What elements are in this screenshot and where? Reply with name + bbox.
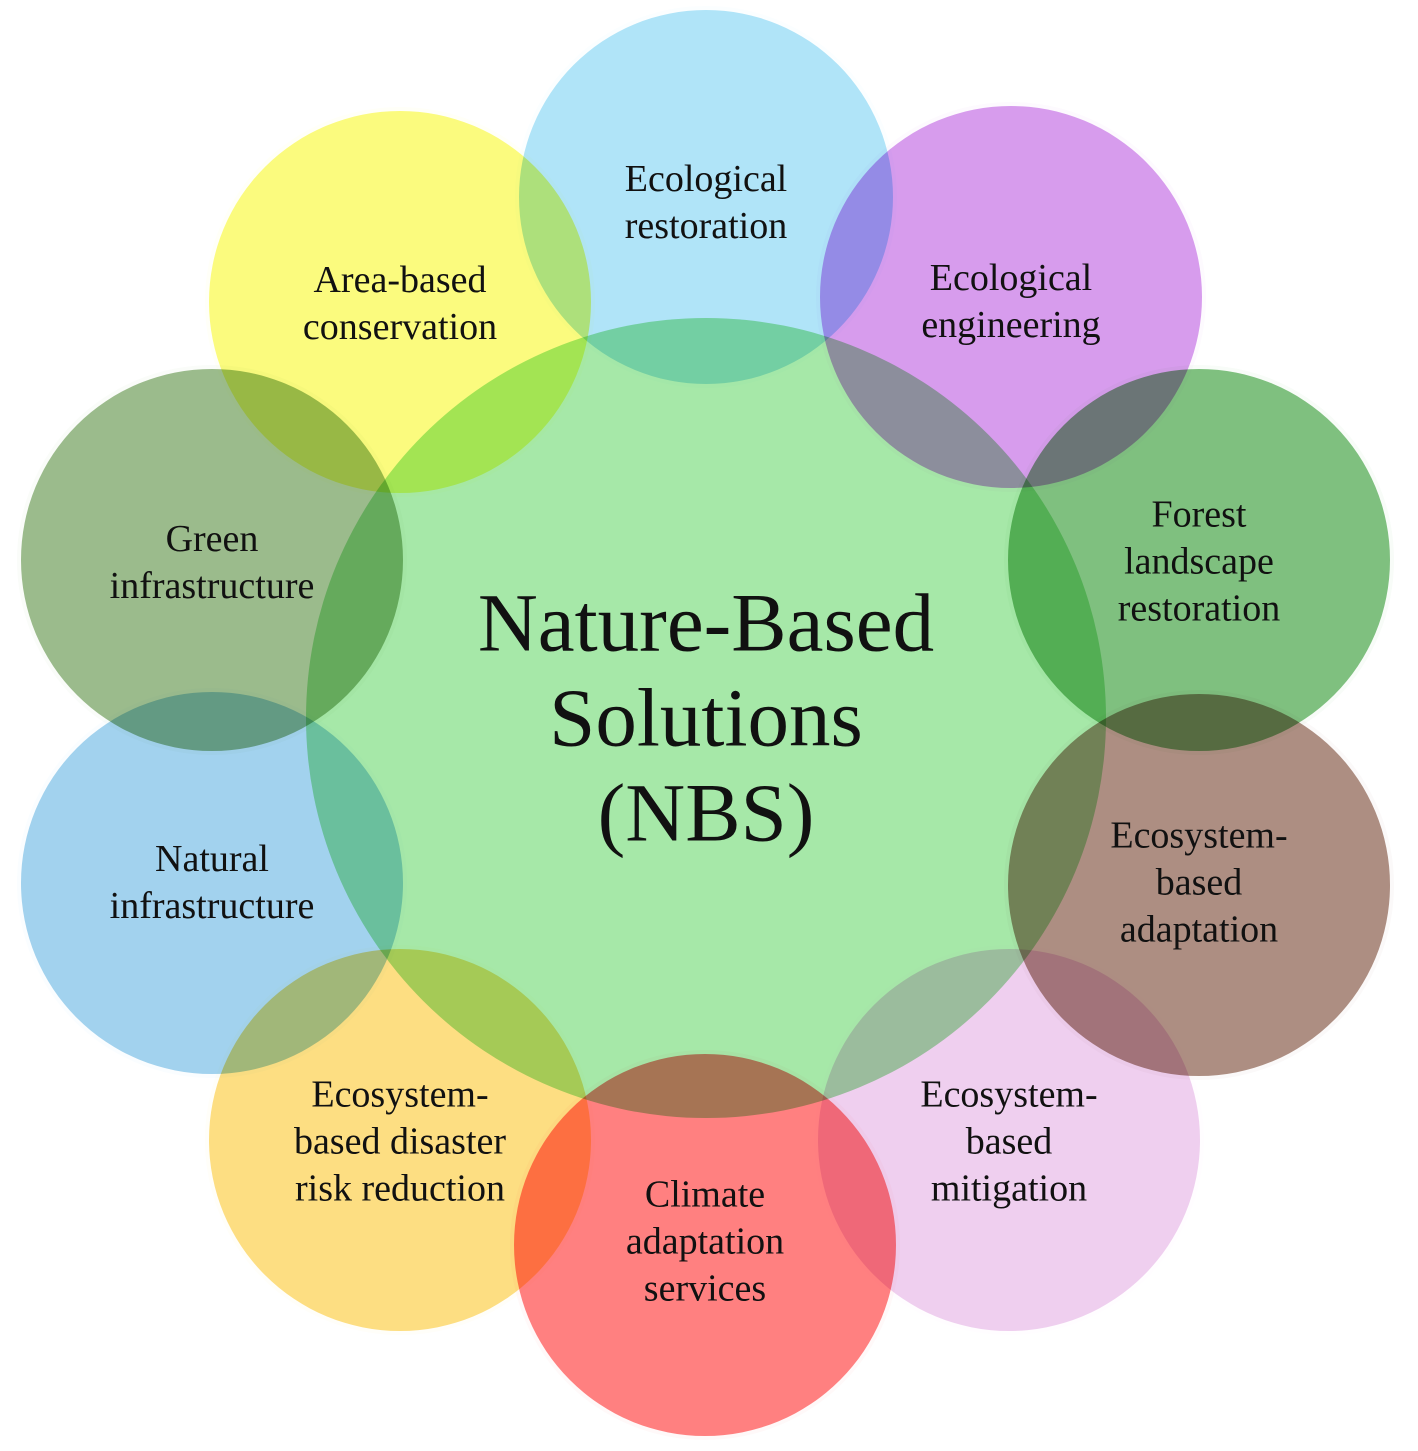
natural-infrastructure-label-line-1: Natural (155, 838, 269, 880)
area-based-conservation-circle (205, 107, 595, 497)
climate-adaptation-services-label-line-1: Climate (644, 1173, 766, 1216)
ecosystem-based-adaptation-label-line-1: Ecosystem- (1110, 814, 1288, 857)
green-infrastructure-label-line-2: infrastructure (109, 565, 315, 607)
ecological-engineering-label-line-2: engineering (921, 304, 1101, 346)
ecological-engineering-label-line-1: Ecological (929, 257, 1093, 299)
ecosystem-based-mitigation-label-line-3: mitigation (930, 1167, 1088, 1210)
ecosystem-based-mitigation-label-line-1: Ecosystem- (920, 1073, 1098, 1116)
ecosystem-based-adaptation-label-line-2: based (1155, 861, 1243, 904)
center-title-line-3: (NBS) (597, 766, 815, 859)
ecosystem-based-disaster-risk-reduction-label-line-1: Ecosystem- (311, 1073, 489, 1116)
climate-adaptation-services-label-line-2: adaptation (625, 1220, 785, 1263)
forest-landscape-restoration-label-line-2: landscape (1124, 540, 1274, 583)
green-infrastructure-label-line-1: Green (165, 518, 259, 560)
ecosystem-based-disaster-risk-reduction-label-line-3: risk reduction (294, 1167, 506, 1210)
natural-infrastructure-label-line-2: infrastructure (109, 885, 315, 927)
area-based-conservation-label-line-1: Area-based (313, 259, 487, 301)
area-based-conservation-label-line-2: conservation (302, 306, 498, 348)
forest-landscape-restoration-label-line-3: restoration (1117, 587, 1281, 630)
ecological-restoration-label-line-1: Ecological (624, 158, 788, 200)
ecological-restoration-label-line-2: restoration (624, 205, 788, 247)
ecosystem-based-mitigation-label-line-2: based (965, 1120, 1053, 1163)
area-based-conservation-label: Area-based conservation (303, 257, 497, 351)
forest-landscape-restoration-label-line-1: Forest (1151, 493, 1247, 536)
center-title-line-2: Solutions (549, 671, 863, 764)
center-title: Nature-Based Solutions (NBS) (478, 576, 934, 861)
green-infrastructure-label: Green infrastructure (110, 516, 315, 610)
climate-adaptation-services-label-line-3: services (643, 1267, 767, 1310)
ecosystem-based-disaster-risk-reduction-label-line-2: based disaster (293, 1120, 507, 1163)
ecosystem-based-adaptation-label-line-3: adaptation (1119, 908, 1279, 951)
natural-infrastructure-label: Natural infrastructure (110, 836, 315, 930)
center-title-line-1: Nature-Based (477, 576, 935, 669)
ecological-engineering-label: Ecological engineering (921, 255, 1100, 349)
ecological-restoration-label: Ecological restoration (625, 156, 788, 250)
